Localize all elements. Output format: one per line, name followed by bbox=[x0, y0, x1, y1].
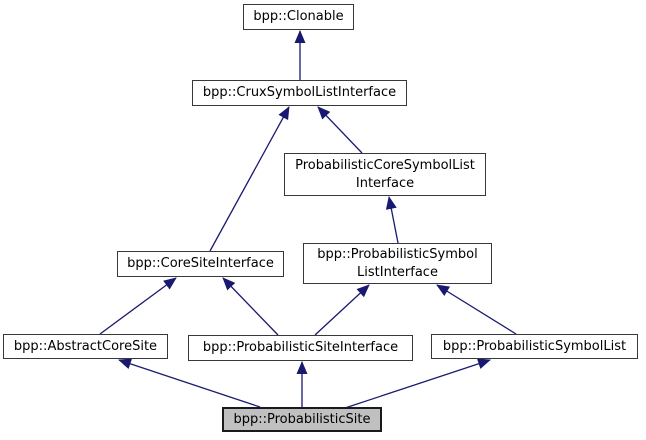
class-node-label: bpp::ProbabilisticSiteInterface bbox=[202, 340, 399, 356]
class-node-label: bpp::AbstractCoreSite bbox=[13, 338, 158, 354]
class-node-label: ProbabilisticCoreSymbolList bbox=[295, 157, 475, 173]
class-node-psi[interactable]: bpp::ProbabilisticSiteInterface bbox=[188, 335, 413, 361]
class-node-clonable[interactable]: bpp::Clonable bbox=[243, 4, 354, 30]
class-node-abstract[interactable]: bpp::AbstractCoreSite bbox=[3, 334, 168, 359]
inheritance-edge-psli-to-pcsli bbox=[385, 196, 399, 244]
inheritance-edge-coresite-to-crux bbox=[209, 106, 290, 252]
class-node-probsite: bpp::ProbabilisticSite bbox=[222, 407, 382, 432]
class-node-label: bpp::ProbabilisticSite bbox=[233, 411, 371, 427]
class-node-label: bpp::CoreSiteInterface bbox=[127, 256, 274, 272]
class-node-label: bpp::ProbabilisticSymbolList bbox=[442, 338, 627, 354]
inheritance-edge-probsite-to-abstract bbox=[118, 358, 261, 408]
class-node-label: Interface bbox=[355, 175, 415, 191]
inheritance-edge-pcsli-to-crux bbox=[317, 106, 363, 154]
class-node-label: bpp::Clonable bbox=[253, 9, 344, 25]
inheritance-edge-probsite-to-psl bbox=[344, 358, 491, 409]
inheritance-edge-psi-to-coresite bbox=[222, 277, 279, 336]
class-node-label: bpp::ProbabilisticSymbol bbox=[317, 246, 478, 262]
inheritance-edge-psi-to-psli bbox=[314, 284, 370, 336]
class-node-label: ListInterface bbox=[357, 264, 438, 280]
class-node-label: bpp::CruxSymbolListInterface bbox=[202, 85, 397, 101]
inheritance-edge-psl-to-psli bbox=[436, 284, 517, 335]
inheritance-edge-abstract-to-coresite bbox=[99, 277, 177, 335]
class-node-psl[interactable]: bpp::ProbabilisticSymbolList bbox=[431, 334, 638, 359]
class-node-crux[interactable]: bpp::CruxSymbolListInterface bbox=[192, 80, 407, 106]
class-node-coresite[interactable]: bpp::CoreSiteInterface bbox=[117, 251, 284, 277]
